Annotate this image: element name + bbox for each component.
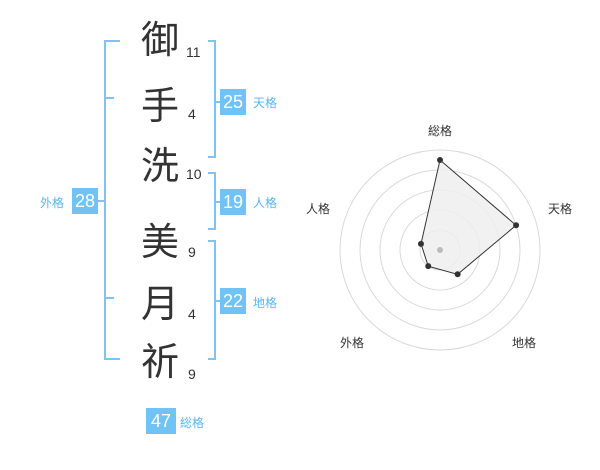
stroke-count-3: 10 [186,166,202,182]
stroke-count-2: 4 [188,106,196,122]
radar-label-soukaku: 総格 [428,124,453,138]
jinkaku-label: 人格 [253,196,278,210]
radar-center-dot [437,247,443,253]
soukaku-value: 47 [146,408,176,434]
radar-label-gaikaku: 外格 [340,336,365,350]
name-char-1: 御 [140,18,179,62]
stroke-count-5: 4 [188,306,196,322]
stroke-count-6: 9 [188,366,196,382]
tenkaku-value: 25 [220,89,246,115]
radar-label-jinkaku: 人格 [306,202,331,216]
name-char-3: 洗 [140,144,179,188]
name-char-2: 手 [140,84,179,128]
soukaku-label: 総格 [180,416,205,430]
name-char-5: 月 [140,282,179,326]
radar-label-chikaku: 地格 [512,336,537,350]
gaikaku-value: 28 [72,188,98,214]
jinkaku-value: 19 [220,189,246,215]
radar-series-polygon [420,159,517,275]
chikaku-value: 22 [220,288,246,314]
gaikaku-label: 外格 [40,196,65,210]
radar-point-1 [437,157,443,163]
radar-chart [339,149,541,351]
chikaku-label: 地格 [253,296,278,310]
radar-point-5 [417,240,424,247]
radar-point-4 [425,263,432,270]
radar-label-tenkaku: 天格 [548,202,573,216]
stroke-count-4: 9 [188,244,196,260]
stroke-count-1: 11 [186,44,201,60]
name-char-6: 祈 [140,340,179,384]
tenkaku-label: 天格 [253,96,278,110]
name-char-4: 美 [140,220,179,264]
radar-point-2 [513,222,520,229]
radar-ring-5 [339,149,541,351]
radar-point-3 [454,271,461,278]
